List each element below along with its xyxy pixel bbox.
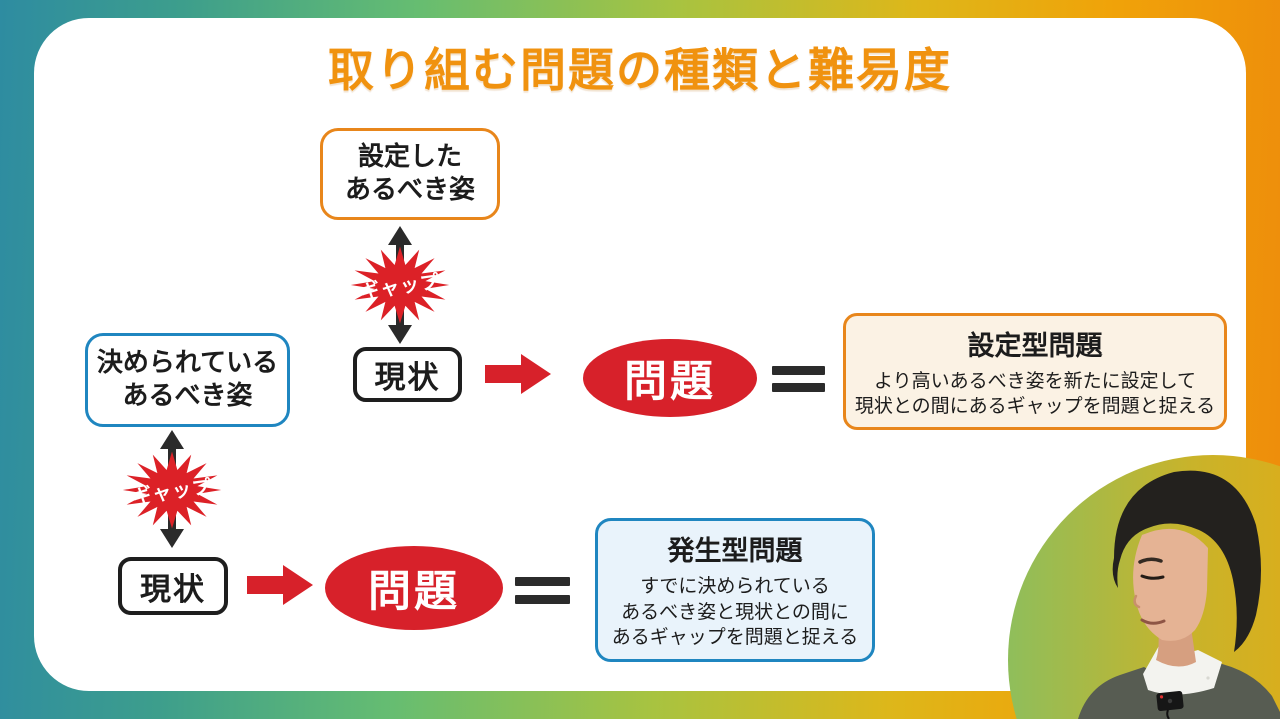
lapel-mic	[1156, 690, 1184, 712]
box-given-ideal-line1: 決められている	[96, 347, 279, 378]
right-arrow-icon	[485, 354, 551, 394]
settei-line1: より高いあるべき姿を新たに設定して	[873, 369, 1197, 392]
presenter-hair	[1112, 470, 1261, 652]
box-set-ideal-state: 設定した あるべき姿	[320, 128, 500, 220]
hassei-line2: あるべき姿と現状との間に	[621, 600, 849, 623]
problem-label: 問題	[624, 357, 716, 407]
problem-ellipse-top: 問題	[583, 339, 757, 417]
equals-bar	[515, 577, 570, 586]
gap-label: ギャップ	[359, 270, 442, 303]
hassei-line3: あるギャップを問題と捉える	[611, 626, 859, 649]
presenter-photo	[1008, 455, 1280, 719]
box-set-ideal-line2: あるべき姿	[344, 175, 475, 205]
collar-button	[1206, 676, 1210, 680]
slide-title: 取り組む問題の種類と難易度	[328, 43, 952, 97]
box-given-ideal-line2: あるべき姿	[122, 381, 253, 411]
settei-line2: 現状との間にあるギャップを問題と捉える	[854, 395, 1216, 417]
box-current-state-bottom: 現状	[118, 557, 228, 615]
equals-sign-top	[772, 366, 825, 392]
gap-burst-top: ギャップ	[350, 245, 450, 325]
equals-bar	[515, 595, 570, 604]
current-state-label: 現状	[374, 360, 441, 396]
hassei-line1: すでに決められている	[640, 575, 830, 598]
presenter-eye	[1140, 574, 1165, 580]
hassei-title: 発生型問題	[667, 536, 803, 568]
current-state-label: 現状	[140, 571, 206, 608]
presenter-nose	[1133, 594, 1141, 609]
right-arrow-icon	[247, 565, 313, 605]
box-hassei-problem: 発生型問題 すでに決められている あるべき姿と現状との間に あるギャップを問題と…	[595, 518, 875, 662]
gap-label: ギャップ	[131, 475, 214, 508]
equals-bar	[772, 366, 825, 375]
mic-cable	[1166, 709, 1170, 719]
box-set-ideal-line1: 設定した	[357, 141, 462, 172]
presenter-mouth	[1140, 618, 1166, 625]
presenter-eyebrow	[1138, 557, 1163, 564]
presenter-figure	[1078, 470, 1280, 719]
box-current-state-top: 現状	[353, 347, 462, 402]
starburst-icon	[350, 246, 450, 324]
problem-ellipse-bottom: 問題	[325, 546, 503, 630]
box-given-ideal-state: 決められている あるべき姿	[85, 333, 290, 427]
box-settei-problem: 設定型問題 より高いあるべき姿を新たに設定して 現状との間にあるギャップを問題と…	[843, 313, 1227, 430]
gap-burst-bottom: ギャップ	[122, 450, 222, 530]
equals-sign-bottom	[515, 577, 570, 604]
presenter-face	[1133, 528, 1208, 641]
problem-label: 問題	[368, 567, 460, 617]
starburst-icon	[122, 451, 222, 529]
equals-bar	[772, 383, 825, 392]
settei-title: 設定型問題	[967, 330, 1103, 362]
slide-card: 取り組む問題の種類と難易度 設定した あるべき姿 ギャップ 現状 問題 設定型問…	[34, 18, 1246, 691]
